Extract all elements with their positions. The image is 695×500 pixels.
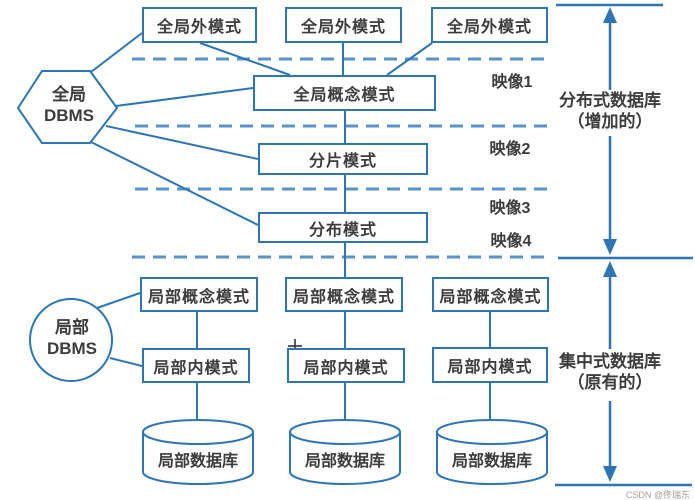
local-conceptual-schema-box-2: 局部概念模式 — [285, 277, 403, 312]
local-dbms-circle — [29, 298, 113, 382]
local-database-cylinder-3 — [436, 419, 548, 485]
global-external-schema-box-3: 全局外模式 — [431, 7, 548, 43]
fragmentation-schema-label: 分片模式 — [308, 153, 377, 170]
mapping-label-4: 映像4 — [490, 233, 532, 250]
distributed-extent-arrow — [603, 7, 617, 255]
global-external-schema-label-3: 全局外模式 — [446, 19, 532, 36]
global-conceptual-schema-label: 全局概念模式 — [293, 87, 396, 104]
global-external-schema-box-2: 全局外模式 — [285, 7, 402, 43]
fragmentation-schema-box: 分片模式 — [258, 143, 428, 175]
local-dbms-label: 局部 DBMS — [46, 318, 98, 358]
centralized-extent-arrow — [603, 261, 617, 482]
distributed-db-label: 分布式数据库 （增加的） — [549, 90, 671, 132]
mapping-label-1: 映像1 — [491, 74, 533, 91]
local-conceptual-schema-label-3: 局部概念模式 — [439, 288, 542, 306]
local-internal-schema-box-2: 局部内模式 — [287, 348, 405, 383]
centralized-db-label: 集中式数据库 （原有的） — [549, 351, 671, 393]
local-internal-schema-box-3: 局部内模式 — [432, 347, 548, 383]
global-dbms-label: 全局 DBMS — [43, 85, 95, 125]
local-conceptual-schema-label-2: 局部概念模式 — [292, 288, 395, 306]
global-external-schema-label-1: 全局外模式 — [156, 19, 242, 36]
local-database-cylinder-1 — [142, 419, 254, 485]
mapping-label-2: 映像2 — [489, 141, 531, 158]
section-brackets — [555, 3, 693, 487]
local-internal-schema-label-1: 局部内模式 — [153, 359, 239, 377]
local-internal-schema-box-1: 局部内模式 — [142, 348, 250, 383]
local-database-label-3: 局部数据库 — [451, 453, 532, 470]
global-external-schema-label-2: 全局外模式 — [300, 19, 386, 36]
local-database-label-1: 局部数据库 — [157, 453, 238, 470]
distribution-schema-label: 分布模式 — [308, 221, 377, 239]
local-conceptual-schema-box-1: 局部概念模式 — [140, 277, 258, 312]
global-external-schema-box-1: 全局外模式 — [142, 7, 257, 43]
local-conceptual-schema-label-1: 局部概念模式 — [147, 288, 250, 306]
local-database-cylinder-2 — [289, 419, 401, 485]
global-conceptual-schema-box: 全局概念模式 — [253, 75, 436, 111]
local-database-label-2: 局部数据库 — [304, 453, 385, 470]
global-dbms-hexagon — [16, 70, 119, 144]
local-conceptual-schema-box-3: 局部概念模式 — [432, 277, 549, 312]
distribution-schema-box: 分布模式 — [258, 212, 428, 243]
mapping-label-3: 映像3 — [489, 200, 531, 217]
connector-lines — [90, 32, 491, 422]
dashed-separators — [132, 57, 550, 259]
local-internal-schema-label-3: 局部内模式 — [447, 359, 533, 376]
watermark: CSDN @佟瑞东 — [625, 490, 690, 500]
local-internal-schema-label-2: 局部内模式 — [303, 359, 389, 377]
